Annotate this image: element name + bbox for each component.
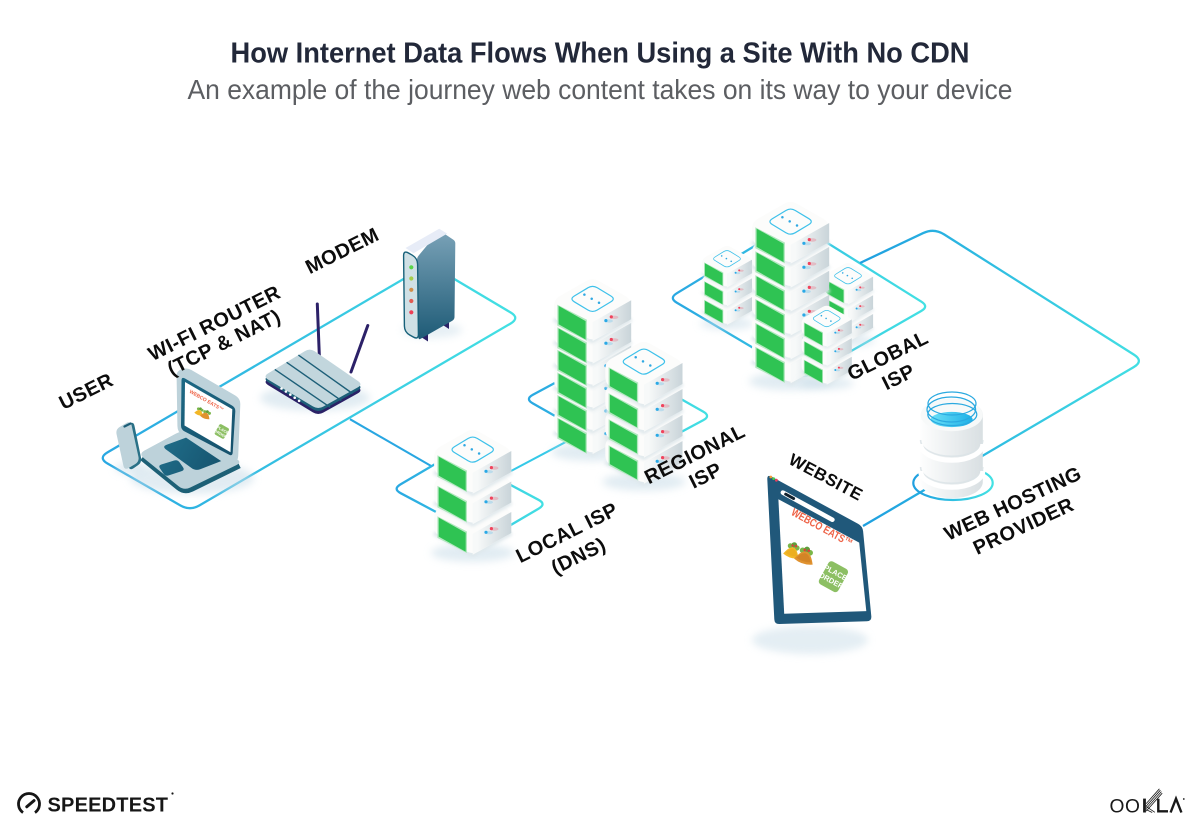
svg-text:How Internet Data Flows When U: How Internet Data Flows When Using a Sit… [231, 38, 970, 70]
svg-text:USER: USER [56, 369, 117, 414]
svg-text:MODEM: MODEM [302, 224, 383, 279]
svg-text:ORDER: ORDER [213, 429, 227, 439]
svg-text:An example of the journey web: An example of the journey web content ta… [188, 74, 1013, 105]
svg-text:SPEEDTEST: SPEEDTEST [48, 795, 169, 817]
svg-text:OO: OO [1110, 796, 1141, 817]
svg-text:PLACE: PLACE [216, 425, 230, 435]
